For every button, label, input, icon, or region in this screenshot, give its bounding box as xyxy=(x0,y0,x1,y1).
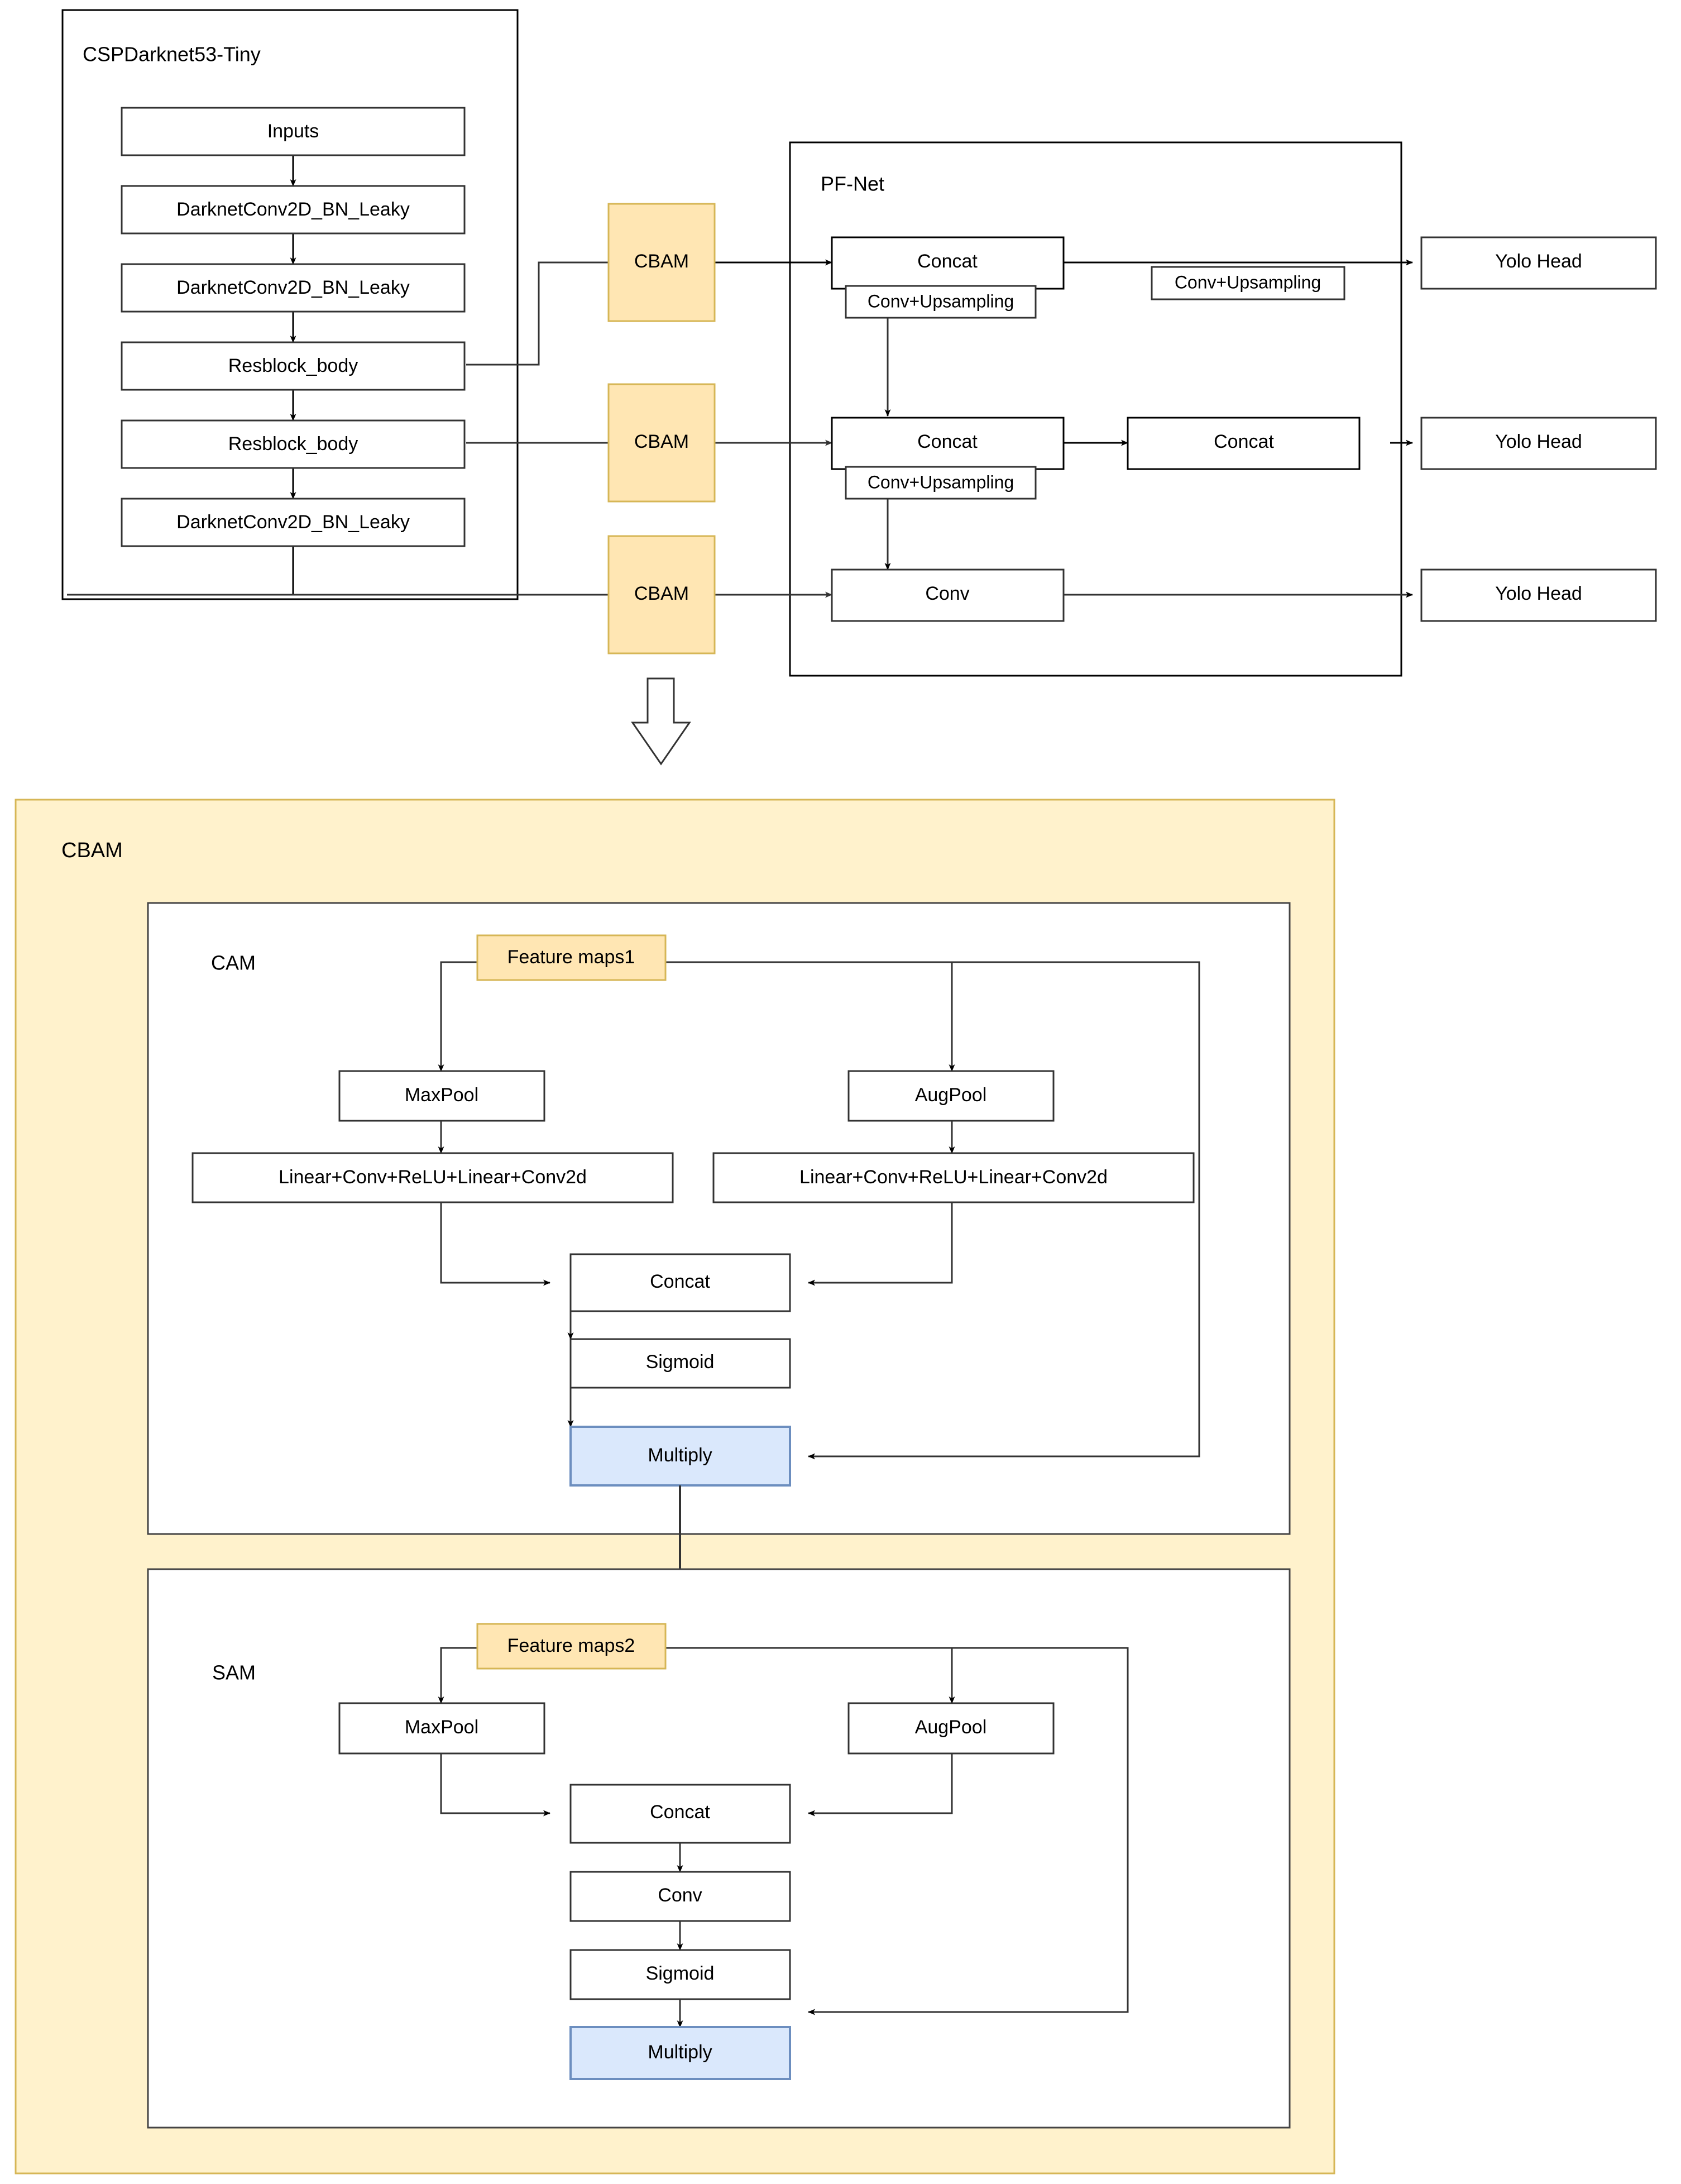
node-sam-maxpool-label: MaxPool xyxy=(405,1717,478,1738)
node-cam-augpool[interactable]: AugPool xyxy=(847,1070,1055,1122)
node-conv-upsampling-top[interactable]: Conv+Upsampling xyxy=(845,285,1037,319)
node-conv-upsampling-top-right-label: Conv+Upsampling xyxy=(1175,272,1321,292)
node-cam-mlp-left-label: Linear+Conv+ReLU+Linear+Conv2d xyxy=(279,1167,587,1188)
edge-cam-mlpleft-concat xyxy=(440,1202,550,1286)
node-darknetconv-1-label: DarknetConv2D_BN_Leaky xyxy=(176,199,410,220)
node-concat-mid[interactable]: Concat xyxy=(831,417,1065,470)
node-cam-concat[interactable]: Concat xyxy=(569,1253,791,1312)
node-cam-mlp-left[interactable]: Linear+Conv+ReLU+Linear+Conv2d xyxy=(191,1152,674,1203)
node-feature-maps-1[interactable]: Feature maps1 xyxy=(476,934,667,981)
node-yolo-head-1[interactable]: Yolo Head xyxy=(1420,236,1657,290)
node-conv-upsampling-top-right[interactable]: Conv+Upsampling xyxy=(1151,266,1345,300)
node-darknetconv-2-label: DarknetConv2D_BN_Leaky xyxy=(176,277,410,298)
node-yolo-head-2-label: Yolo Head xyxy=(1495,431,1582,452)
node-cam-maxpool-label: MaxPool xyxy=(405,1084,478,1106)
node-concat-mid-label: Concat xyxy=(917,431,978,452)
cam-label: CAM xyxy=(211,952,256,974)
sam-label: SAM xyxy=(212,1661,256,1684)
edge-fm2-multiply-bypass xyxy=(665,1647,1129,2015)
node-yolo-head-2[interactable]: Yolo Head xyxy=(1420,417,1657,470)
node-resblock-1-label: Resblock_body xyxy=(228,355,358,376)
node-sam-sigmoid[interactable]: Sigmoid xyxy=(569,1949,791,2000)
node-cbam-2[interactable]: CBAM xyxy=(607,383,716,503)
node-cbam-3-label: CBAM xyxy=(634,583,689,604)
node-cam-sigmoid-label: Sigmoid xyxy=(646,1351,715,1373)
cbam-detail-label: CBAM xyxy=(61,839,123,862)
node-cam-sigmoid[interactable]: Sigmoid xyxy=(569,1338,791,1389)
node-cam-multiply-label: Multiply xyxy=(648,1445,712,1466)
node-concat-top[interactable]: Concat xyxy=(831,236,1065,290)
node-sam-augpool[interactable]: AugPool xyxy=(847,1702,1055,1755)
node-concat-top-label: Concat xyxy=(917,251,978,272)
node-darknetconv-1[interactable]: DarknetConv2D_BN_Leaky xyxy=(121,185,466,235)
node-yolo-head-3[interactable]: Yolo Head xyxy=(1420,568,1657,622)
node-feature-maps-2[interactable]: Feature maps2 xyxy=(476,1623,667,1670)
node-conv-upsampling-mid[interactable]: Conv+Upsampling xyxy=(845,466,1037,500)
node-sam-concat-label: Concat xyxy=(650,1801,710,1823)
node-sam-conv[interactable]: Conv xyxy=(569,1871,791,1922)
node-sam-maxpool[interactable]: MaxPool xyxy=(338,1702,545,1755)
node-concat-mid-right-label: Concat xyxy=(1214,431,1274,452)
node-cbam-3[interactable]: CBAM xyxy=(607,535,716,654)
node-darknetconv-3[interactable]: DarknetConv2D_BN_Leaky xyxy=(121,498,466,547)
node-conv-bottom-label: Conv xyxy=(925,583,969,604)
node-darknetconv-2[interactable]: DarknetConv2D_BN_Leaky xyxy=(121,263,466,313)
node-yolo-head-3-label: Yolo Head xyxy=(1495,583,1582,604)
node-cbam-1-label: CBAM xyxy=(634,251,689,272)
backbone-container xyxy=(61,9,519,600)
node-inputs-label: Inputs xyxy=(267,121,319,142)
edge-sam-augpool-concat xyxy=(808,1753,953,1817)
pfnet-container xyxy=(789,141,1402,677)
node-cam-concat-label: Concat xyxy=(650,1271,710,1292)
node-sam-sigmoid-label: Sigmoid xyxy=(646,1963,715,1984)
node-conv-bottom[interactable]: Conv xyxy=(831,568,1065,622)
node-inputs[interactable]: Inputs xyxy=(121,107,466,156)
zoom-in-block-arrow-icon xyxy=(631,677,691,766)
node-feature-maps-2-label: Feature maps2 xyxy=(507,1635,635,1656)
backbone-label: CSPDarknet53-Tiny xyxy=(83,43,261,66)
node-feature-maps-1-label: Feature maps1 xyxy=(507,947,635,968)
node-sam-multiply-label: Multiply xyxy=(648,2042,712,2063)
edge-fm1-multiply-bypass xyxy=(665,961,1200,1460)
node-cbam-2-label: CBAM xyxy=(634,431,689,452)
edge-sam-maxpool-concat xyxy=(440,1753,550,1817)
node-sam-conv-label: Conv xyxy=(658,1885,702,1906)
node-resblock-1[interactable]: Resblock_body xyxy=(121,341,466,391)
node-cbam-1[interactable]: CBAM xyxy=(607,203,716,322)
node-cam-multiply[interactable]: Multiply xyxy=(569,1426,791,1487)
node-darknetconv-3-label: DarknetConv2D_BN_Leaky xyxy=(176,512,410,533)
pfnet-label: PF-Net xyxy=(821,173,884,195)
node-conv-upsampling-mid-label: Conv+Upsampling xyxy=(868,472,1014,492)
node-concat-mid-right[interactable]: Concat xyxy=(1127,417,1361,470)
node-conv-upsampling-top-label: Conv+Upsampling xyxy=(868,291,1014,311)
edge-res1-cbam1 xyxy=(466,261,609,366)
node-resblock-2[interactable]: Resblock_body xyxy=(121,419,466,469)
node-sam-augpool-label: AugPool xyxy=(915,1717,987,1738)
edge-dc3-cbam3 xyxy=(67,546,294,596)
node-yolo-head-1-label: Yolo Head xyxy=(1495,251,1582,272)
node-resblock-2-label: Resblock_body xyxy=(228,433,358,455)
node-cam-mlp-right[interactable]: Linear+Conv+ReLU+Linear+Conv2d xyxy=(712,1152,1195,1203)
node-cam-maxpool[interactable]: MaxPool xyxy=(338,1070,545,1122)
node-sam-concat[interactable]: Concat xyxy=(569,1784,791,1844)
node-cam-augpool-label: AugPool xyxy=(915,1084,987,1106)
node-cam-mlp-right-label: Linear+Conv+ReLU+Linear+Conv2d xyxy=(799,1167,1108,1188)
node-sam-multiply[interactable]: Multiply xyxy=(569,2026,791,2080)
edge-cam-mlpright-concat xyxy=(808,1202,953,1286)
